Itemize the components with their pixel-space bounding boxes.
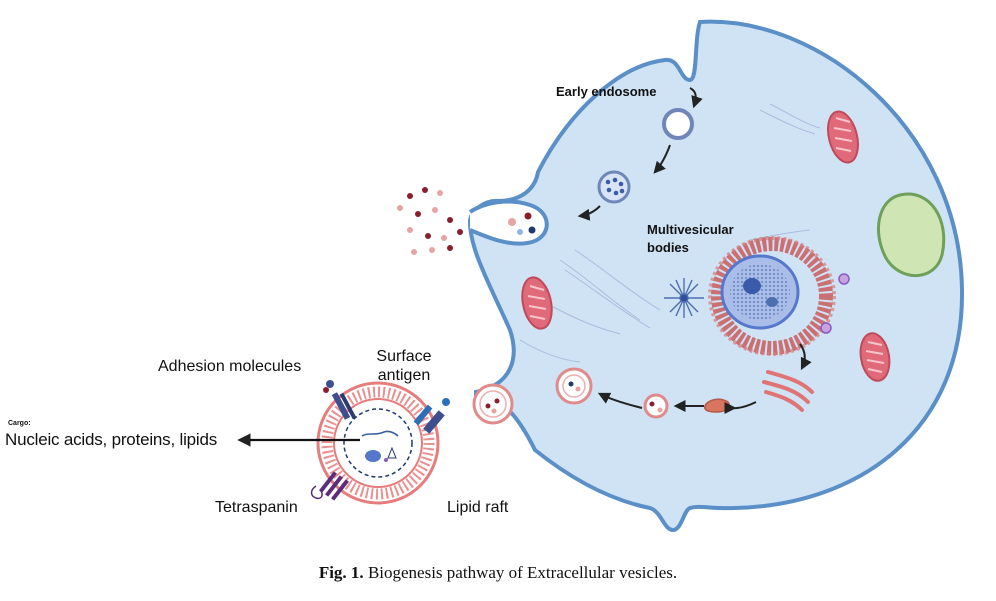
surface-antigen-icon	[413, 398, 450, 434]
label-tetraspanin: Tetraspanin	[215, 499, 298, 516]
endoplasmic-reticulum	[711, 237, 833, 355]
caption-prefix: Fig. 1.	[318, 563, 364, 582]
arrow-icon	[724, 401, 757, 415]
vesicle	[838, 273, 850, 285]
label-multivesicular-bodies: Multivesicular bodies	[647, 222, 734, 255]
arrow-icon	[577, 205, 601, 221]
label-surface-antigen: Surface antigen	[376, 348, 432, 384]
released-exosomes	[397, 187, 463, 255]
mitochondrion	[827, 110, 859, 164]
vesicle-dot	[528, 226, 536, 234]
nucleus	[720, 254, 800, 330]
label-cargo: Nucleic acids, proteins, lipids	[5, 430, 218, 449]
extracellular-vesicle	[316, 381, 440, 505]
golgi-apparatus	[762, 370, 814, 412]
label-early-endosome: Early endosome	[556, 84, 657, 99]
label-cargo-heading: Cargo:	[8, 420, 31, 427]
endoplasmic-reticulum-outer	[708, 236, 836, 356]
figure-caption: Fig. 1. Biogenesis pathway of Extracellu…	[0, 563, 996, 583]
centrosome-icon	[664, 278, 704, 318]
vesicle-dot	[517, 229, 523, 235]
transport-vesicle	[704, 398, 730, 413]
label-adhesion-molecules: Adhesion molecules	[158, 358, 302, 375]
mitochondrion	[521, 276, 553, 330]
adhesion-molecule-icon	[323, 380, 357, 420]
cell-membrane	[467, 19, 965, 532]
arrow-icon	[597, 392, 643, 409]
secretory-vesicle	[643, 393, 669, 419]
multivesicular-body	[597, 170, 631, 204]
vesicle	[820, 322, 832, 334]
early-endosome	[662, 108, 694, 140]
tetraspanin-icon	[310, 471, 349, 501]
label-lipid-raft: Lipid raft	[447, 499, 509, 516]
vacuole	[877, 192, 946, 278]
mitochondrion	[859, 332, 891, 382]
arrow-icon	[689, 87, 703, 109]
vesicle-dot	[524, 212, 532, 220]
arrow-icon	[653, 144, 671, 174]
secretory-vesicle	[555, 367, 593, 405]
vesicle-dot	[508, 218, 516, 226]
arrow-icon	[799, 343, 812, 371]
caption-text: Biogenesis pathway of Extracellular vesi…	[367, 563, 678, 582]
